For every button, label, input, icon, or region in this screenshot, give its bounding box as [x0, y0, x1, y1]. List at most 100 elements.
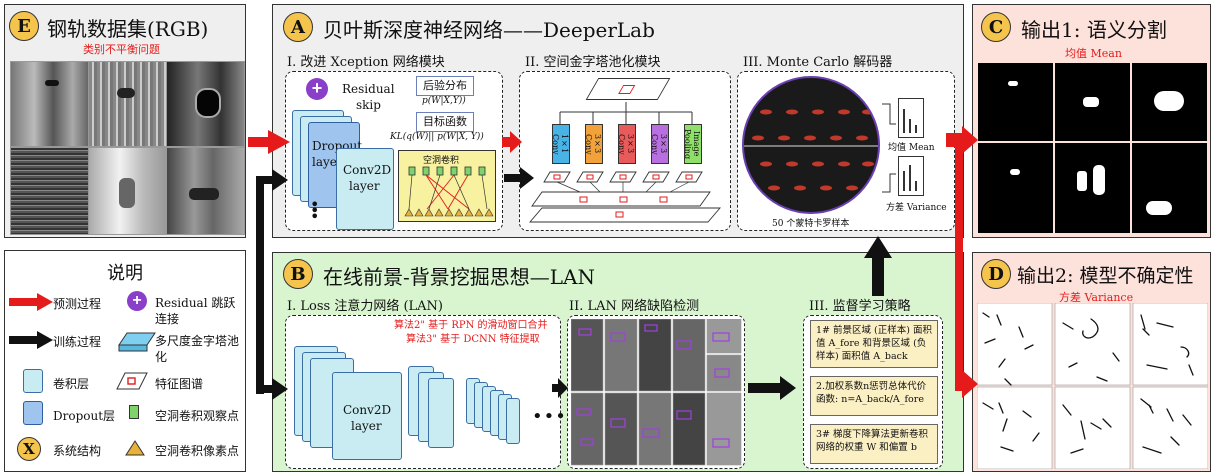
lan-layer-12: [506, 398, 520, 444]
lan-title: 在线前景-背景挖掘思想—LAN: [323, 265, 595, 289]
rail-image-5: [88, 147, 167, 235]
aspp-bar-2: 3×3 Conv rate 6: [585, 124, 603, 164]
legend-residual: Residual 跳跃连接: [155, 296, 236, 326]
kl-formula: KL(q(W)|| p(W|X, Y)): [390, 132, 484, 142]
dilated-conv-box: 空洞卷积: [398, 150, 496, 222]
legend-system: 系统结构: [53, 444, 102, 458]
badge-a: A: [283, 12, 313, 42]
posterior-box: 后验分布: [416, 76, 474, 96]
badge-e: E: [9, 11, 39, 41]
lan-network-box: 算法2" 基于 RPN 的滑动窗口合并 算法3" 基于 DCNN 特征提取 Co…: [285, 315, 566, 469]
supervised-strategy-box: 1# 前景区域 (正样本) 面积值 A_fore 和背景区域 (负样本) 面积值…: [803, 315, 943, 469]
conv-legend-icon: [23, 369, 43, 393]
legend-predict: 预测过程: [53, 297, 102, 311]
residual-legend-icon: +: [127, 291, 147, 311]
badge-b: B: [283, 259, 313, 289]
mc-connectors: [882, 103, 896, 193]
segmentation-subtitle: 均值 Mean: [1065, 47, 1122, 60]
lan-conv2d-layer-label: layer: [351, 419, 382, 433]
rail-image-4: [10, 147, 89, 235]
aspp-tree-lines: [559, 102, 693, 124]
residual-icon: +: [306, 78, 328, 100]
mean-histogram: [898, 98, 924, 138]
panel-dataset: E 钢轨数据集(RGB) 类别不平衡问题: [4, 4, 246, 238]
mc-samples-caption: 50 个蒙特卡罗样本: [772, 219, 850, 229]
mc-decoder-subtitle: III. Monte Carlo 解码器: [743, 55, 893, 70]
featmap-legend-icon: [116, 372, 148, 390]
segmentation-title: 输出1: 语义分割: [1021, 18, 1167, 42]
lan-conv2d-label: Conv2D: [343, 403, 392, 417]
algo2-text: 算法2" 基于 RPN 的滑动窗口合并: [394, 320, 548, 331]
posterior-formula: p(W|X,Y)): [422, 96, 466, 106]
legend-dilated-point: 空洞卷积观察点: [155, 409, 240, 423]
legend-dropout: Dropout层: [53, 409, 116, 423]
seg-mask-2: [1055, 63, 1130, 141]
aspp-subtitle: II. 空间金字塔池化模块: [525, 55, 661, 70]
skip-label: skip: [356, 98, 381, 112]
dilated-point-icon: [129, 405, 139, 419]
xception-box: + Residual skip Dropout layer Conv2D lay…: [285, 71, 503, 231]
legend-title: 说明: [107, 263, 143, 284]
variance-maps: [977, 303, 1208, 469]
seg-mask-3: [1132, 63, 1207, 141]
dropout-legend-icon: [23, 401, 43, 425]
rail-image-2: [88, 61, 167, 147]
lan-ellipsis: •••: [532, 406, 567, 427]
detection-grid: [570, 318, 742, 466]
seg-mask-5: [1055, 143, 1130, 233]
aspp-legend-icon: [118, 332, 156, 352]
system-badge-icon: X: [17, 437, 41, 461]
variance-histogram: [898, 156, 924, 196]
aspp-box: 1×1 Conv 3×3 Conv rate 6 3×3 Conv rate 1…: [519, 71, 731, 231]
lan-sub1: I. Loss 注意力网络 (LAN): [287, 299, 444, 314]
lan-sub3: III. 监督学习策略: [809, 299, 911, 314]
legend-conv: 卷积层: [53, 377, 90, 391]
rail-image-1: [10, 61, 89, 147]
legend-dilated-pixel: 空洞卷积像素点: [155, 444, 240, 458]
uncertainty-subtitle: 方差 Variance: [1059, 291, 1134, 304]
mc-decoder-box: 均值 Mean 方差 Variance 50 个蒙特卡罗样本: [737, 71, 955, 231]
legend-featmap: 特征图谱: [155, 377, 204, 391]
dataset-title: 钢轨数据集(RGB): [47, 17, 209, 41]
panel-deeperlab: A 贝叶斯深度神经网络——DeeperLab I. 改进 Xception 网络…: [272, 4, 964, 238]
aspp-bar-3: 3×3 Conv rate 12: [618, 124, 636, 164]
badge-c: C: [981, 12, 1011, 42]
aspp-bar-4: 3×3 Conv rate 18: [651, 124, 669, 164]
ellipsis-dots: •••: [310, 195, 320, 226]
badge-d: D: [981, 259, 1011, 289]
predict-arrow-icon: [9, 293, 53, 311]
dilated-pixel-icon: [125, 440, 145, 456]
seg-mask-6: [1132, 143, 1207, 233]
feature-map-top: [585, 78, 671, 100]
aspp-bar-1: 1×1 Conv: [552, 124, 570, 164]
mean-label: 均值 Mean: [888, 143, 935, 153]
train-connector-vertical: [256, 176, 264, 394]
strategy-step-2: 2.加权系数n惩罚总体代价函数: n=A_back/A_fore: [810, 376, 938, 416]
panel-segmentation: C 输出1: 语义分割 均值 Mean: [972, 4, 1211, 238]
residual-label: Residual: [342, 82, 395, 96]
dataset-subtitle: 类别不平衡问题: [83, 43, 160, 56]
variance-label: 方差 Variance: [886, 203, 947, 213]
dilated-conv-label: 空洞卷积: [423, 156, 460, 166]
xception-subtitle: I. 改进 Xception 网络模块: [287, 55, 445, 70]
uncertainty-title: 输出2: 模型不确定性: [1017, 265, 1194, 287]
train-arrow-icon: [9, 331, 53, 349]
lan-sub2: II. LAN 网络缺陷检测: [569, 299, 700, 314]
strategy-step-3: 3# 梯度下降算法更新卷积网络的权重 W 和偏置 b: [810, 424, 938, 464]
rail-image-6: [166, 147, 245, 235]
aspp-bar-5: Image Pooling: [684, 124, 702, 164]
strategy-step-1: 1# 前景区域 (正样本) 面积值 A_fore 和背景区域 (负样本) 面积值…: [810, 320, 938, 368]
dropout-layer-label: layer: [312, 155, 343, 169]
mc-sample-marks: [744, 109, 878, 191]
lan-detection-box: [567, 315, 745, 469]
legend-aspp: 多尺度金字塔池化: [155, 334, 240, 364]
lan-layer-6: [428, 378, 454, 448]
conv2d-label: Conv2D: [343, 163, 392, 177]
lan-conv2d-layer: Conv2D layer: [332, 372, 402, 460]
objective-box: 目标函数: [416, 112, 474, 132]
mc-sample-circle: [742, 76, 880, 214]
seg-mask-1: [978, 63, 1053, 141]
conv2d-layer-label: layer: [349, 179, 380, 193]
aspp-feature-stack: [529, 171, 721, 223]
deeperlab-title: 贝叶斯深度神经网络——DeeperLab: [323, 18, 655, 42]
